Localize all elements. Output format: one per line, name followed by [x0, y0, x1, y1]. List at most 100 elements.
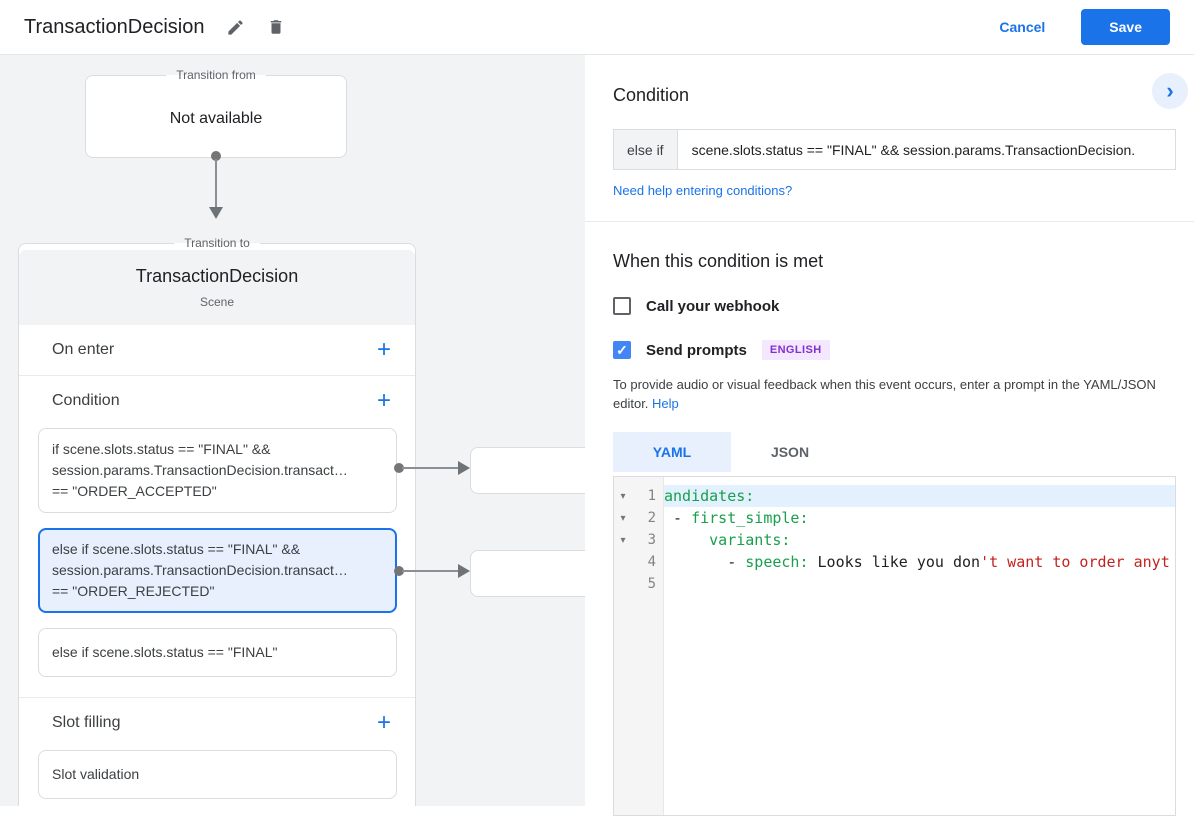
transition-from-legend: Transition from [176, 68, 256, 82]
arrow-right-icon [458, 564, 470, 578]
cancel-button[interactable]: Cancel [999, 19, 1046, 35]
condition-text: == "ORDER_ACCEPTED" [52, 483, 217, 499]
code-line-3: variants: [664, 529, 1175, 551]
page-title: TransactionDecision [24, 15, 205, 38]
condition-section: Condition + [19, 376, 415, 426]
send-prompts-row: ✓ Send prompts ENGLISH [613, 340, 1176, 360]
scene-title: TransactionDecision [135, 266, 299, 286]
send-prompts-checkbox[interactable]: ✓ [613, 341, 631, 359]
on-enter-label: On enter [52, 341, 115, 358]
editor-code-area[interactable]: andidates: - first_simple: variants: - s… [664, 477, 1175, 815]
panel-condition-heading: Condition [613, 85, 690, 105]
transition-to-box: Transition to TransactionDecision Scene … [18, 236, 416, 806]
divider [19, 375, 415, 376]
yaml-editor[interactable]: ▾ 1 ▾ 2 ▾ 3 4 5 andidates: - first_simple: … [613, 476, 1176, 816]
chevron-right-icon: › [1166, 78, 1174, 103]
code-token: Looks like you don [808, 553, 981, 571]
line-number: 2 [647, 510, 656, 526]
line-number: 3 [647, 532, 656, 548]
trash-icon [271, 20, 282, 34]
condition-card-final[interactable]: else if scene.slots.status == "FINAL" [38, 628, 397, 677]
line-number: 5 [647, 576, 656, 592]
transition-target-box[interactable] [470, 447, 585, 494]
connector-dot [211, 151, 221, 161]
call-webhook-label: Call your webhook [646, 297, 780, 315]
add-condition-button[interactable]: + [373, 389, 395, 413]
tab-json[interactable]: JSON [731, 432, 849, 472]
slot-card-text: Slot validation [52, 766, 140, 782]
tab-yaml[interactable]: YAML [613, 432, 731, 472]
code-token: speech: [745, 553, 809, 571]
connector-line [215, 159, 217, 207]
line-number: 1 [647, 488, 656, 504]
fold-icon[interactable]: ▾ [620, 534, 626, 546]
code-line-5 [664, 573, 1175, 595]
condition-card-order-rejected[interactable]: else if scene.slots.status == "FINAL" &&… [38, 528, 397, 613]
arrow-down-icon [209, 207, 223, 219]
panel-divider [585, 221, 1194, 222]
language-badge: ENGLISH [761, 340, 830, 360]
slot-cards: Slot validation [19, 748, 415, 806]
code-line-1: andidates: [664, 485, 1175, 507]
condition-expression-input[interactable] [677, 130, 1175, 169]
add-on-enter-button[interactable]: + [373, 338, 395, 362]
code-token: andidates: [664, 487, 755, 505]
edit-icon[interactable] [226, 18, 245, 37]
code-token: - [664, 509, 692, 527]
prompt-description-text: To provide audio or visual feedback when… [613, 377, 1156, 411]
transition-from-value: Not available [169, 110, 263, 127]
top-bar: TransactionDecision Cancel Save [0, 0, 1194, 55]
connector-line [402, 467, 458, 469]
condition-text: == "ORDER_REJECTED" [52, 583, 215, 599]
code-line-2: - first_simple: [664, 507, 1175, 529]
check-icon: ✓ [616, 342, 628, 358]
slot-validation-card[interactable]: Slot validation [38, 750, 397, 799]
condition-card-order-accepted[interactable]: if scene.slots.status == "FINAL" && sess… [38, 428, 397, 513]
help-link[interactable]: Help [652, 396, 679, 411]
fold-icon[interactable]: ▾ [620, 512, 626, 524]
condition-text: session.params.TransactionDecision.trans… [52, 562, 348, 578]
editor-tabs: YAML JSON [613, 432, 1176, 472]
add-slot-button[interactable]: + [373, 711, 395, 735]
condition-text: else if scene.slots.status == "FINAL" && [52, 541, 301, 557]
send-prompts-label: Send prompts [646, 341, 747, 359]
line-number: 4 [647, 554, 656, 570]
transition-target-box[interactable] [470, 550, 585, 597]
connector-dot [394, 566, 404, 576]
code-token: variants: [709, 531, 791, 549]
connector-line [402, 570, 458, 572]
else-if-label: else if [614, 130, 678, 169]
delete-icon[interactable] [267, 17, 285, 37]
slot-filling-label: Slot filling [52, 714, 121, 731]
collapse-panel-button[interactable]: › [1152, 73, 1188, 109]
scene-flow-canvas: Transition from Not available Transition… [0, 55, 585, 806]
call-webhook-checkbox[interactable] [613, 297, 631, 315]
code-token: first_simple: [691, 509, 809, 527]
condition-text: session.params.TransactionDecision.trans… [52, 462, 348, 478]
condition-label: Condition [52, 392, 120, 409]
pencil-icon [228, 19, 244, 35]
scene-subtitle: Scene [199, 295, 235, 309]
code-token: 't want to order anyt [980, 553, 1170, 571]
code-token: - [664, 553, 746, 571]
arrow-right-icon [458, 461, 470, 475]
condition-cards: if scene.slots.status == "FINAL" && sess… [19, 426, 415, 697]
condition-text: else if scene.slots.status == "FINAL" [52, 644, 278, 660]
condition-text: if scene.slots.status == "FINAL" && [52, 441, 271, 457]
condition-input-group: else if [613, 129, 1176, 170]
slot-filling-section: Slot filling + [19, 698, 415, 748]
transition-from-box[interactable]: Transition from Not available [85, 68, 347, 158]
prompt-description: To provide audio or visual feedback when… [613, 375, 1176, 413]
save-button[interactable]: Save [1081, 9, 1170, 45]
transition-to-legend: Transition to [184, 236, 250, 250]
on-enter-section: On enter + [19, 325, 415, 375]
scene-header[interactable]: TransactionDecision Scene [19, 250, 415, 325]
condition-help-link[interactable]: Need help entering conditions? [613, 183, 793, 198]
when-condition-heading: When this condition is met [613, 251, 824, 271]
code-token [664, 531, 709, 549]
editor-gutter: ▾ 1 ▾ 2 ▾ 3 4 5 [614, 477, 664, 815]
code-line-4: - speech: Looks like you don't want to o… [664, 551, 1175, 573]
fold-icon[interactable]: ▾ [620, 490, 626, 502]
condition-detail-panel: Condition › else if Need help entering c… [585, 55, 1194, 816]
connector-dot [394, 463, 404, 473]
